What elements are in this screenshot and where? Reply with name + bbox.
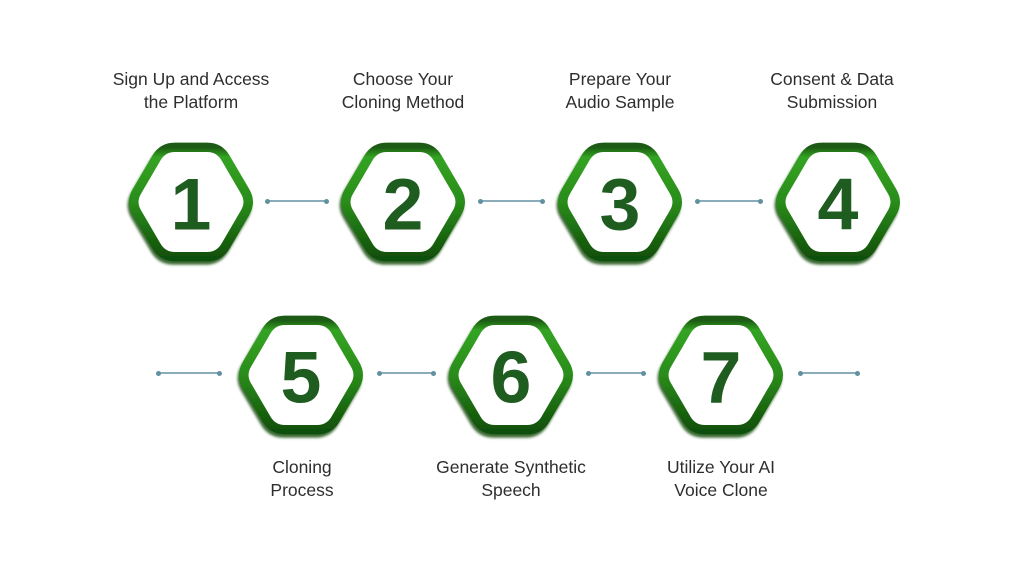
connector-row2-lead: [156, 370, 222, 376]
step-2-number: 2: [383, 162, 424, 245]
step-6-number: 6: [491, 335, 532, 418]
hexagon-step-4: 4: [776, 142, 900, 262]
step-7-label: Utilize Your AI Voice Clone: [667, 457, 775, 500]
step-4-number: 4: [818, 162, 859, 245]
hexagon-border: [239, 315, 363, 435]
step-4-label: Consent & Data Submission: [770, 69, 894, 112]
step-3-label: Prepare Your Audio Sample: [565, 69, 675, 112]
connector-step1-step2: [265, 198, 329, 204]
connector-step5-step6: [377, 370, 436, 376]
step-5-label: Cloning Process: [270, 457, 334, 500]
step-5-number: 5: [281, 335, 322, 418]
step-1-number: 1: [171, 162, 212, 245]
hexagon-border: [659, 315, 783, 435]
step-6-label: Generate Synthetic Speech: [436, 457, 586, 500]
hexagon-border: [558, 142, 682, 262]
hexagon-border: [449, 315, 573, 435]
hexagon-border: [341, 142, 465, 262]
hexagon-step-2: 2: [341, 142, 465, 262]
step-1-label: Sign Up and Access the Platform: [112, 69, 270, 112]
connector-step6-step7: [586, 370, 646, 376]
connector-step3-step4: [695, 198, 763, 204]
step-2-label: Choose Your Cloning Method: [341, 69, 465, 112]
connector-step2-step3: [478, 198, 545, 204]
step-7-number: 7: [701, 335, 742, 418]
hexagon-step-3: 3: [558, 142, 682, 262]
hexagon-step-6: 6: [449, 315, 573, 435]
connector-row2-tail: [798, 370, 860, 376]
step-3-number: 3: [600, 162, 641, 245]
hexagon-step-1: 1: [129, 142, 253, 262]
hexagon-step-7: 7: [659, 315, 783, 435]
hexagon-border: [129, 142, 253, 262]
hexagon-step-5: 5: [239, 315, 363, 435]
hexagon-border: [776, 142, 900, 262]
